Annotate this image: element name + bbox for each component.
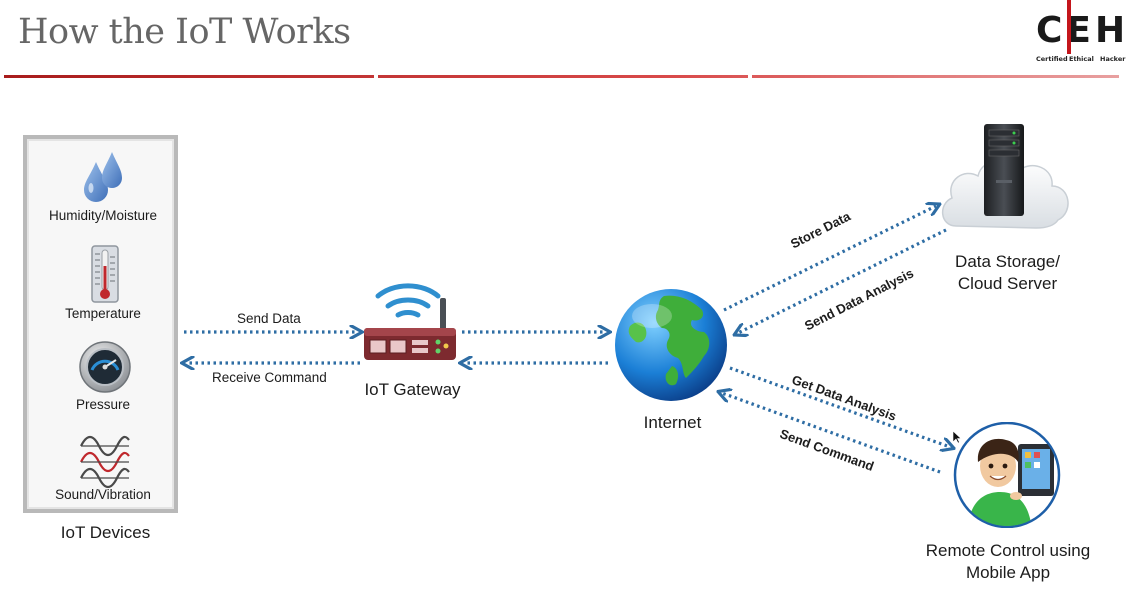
sound-wave-icon (80, 435, 130, 488)
device-label-temperature: Temperature (65, 306, 141, 321)
water-drops-icon (84, 152, 122, 202)
cloud-caption-line2: Cloud Server (957, 274, 1058, 293)
router-icon (364, 283, 456, 360)
gateway-caption: IoT Gateway (364, 380, 461, 399)
mobile-caption: Remote Control using Mobile App (908, 540, 1108, 584)
mobile-caption-line1: Remote Control using (925, 541, 1091, 560)
header-rule (4, 75, 1119, 78)
device-label-sound: Sound/Vibration (55, 487, 151, 502)
cloud-caption: Data Storage/ Cloud Server (930, 251, 1085, 295)
cloud-caption-line1: Data Storage/ (955, 252, 1060, 271)
mobile-caption-line2: Mobile App (965, 563, 1051, 582)
logo-red-bar (1067, 0, 1071, 54)
slide-title: How the IoT Works (18, 12, 351, 52)
mobile-user-icon (953, 422, 1061, 528)
logo-sub-ethical: Ethical (1069, 55, 1094, 63)
rule-gap (748, 75, 752, 78)
arrow-send-command (722, 393, 941, 474)
thermometer-icon (91, 245, 119, 303)
label-send-data: Send Data (237, 311, 301, 326)
rule-gap (374, 75, 378, 78)
mouse-cursor-icon (952, 430, 962, 444)
iot-devices-caption: IoT Devices (60, 523, 151, 542)
logo-letters: CEH (1036, 10, 1130, 51)
logo-sub-certified: Certified (1036, 55, 1068, 63)
internet-caption: Internet (643, 413, 702, 432)
arrow-send-data-analysis (738, 228, 947, 333)
label-receive-command: Receive Command (212, 370, 327, 385)
pressure-gauge-icon (79, 341, 131, 393)
device-label-humidity: Humidity/Moisture (48, 208, 158, 223)
logo-sub-hacker: Hacker (1100, 55, 1126, 63)
globe-icon (615, 289, 727, 401)
device-label-pressure: Pressure (75, 397, 131, 412)
ceh-logo: CEH Certified Ethical Hacker (1036, 0, 1130, 68)
cloud-server-icon (942, 124, 1069, 229)
